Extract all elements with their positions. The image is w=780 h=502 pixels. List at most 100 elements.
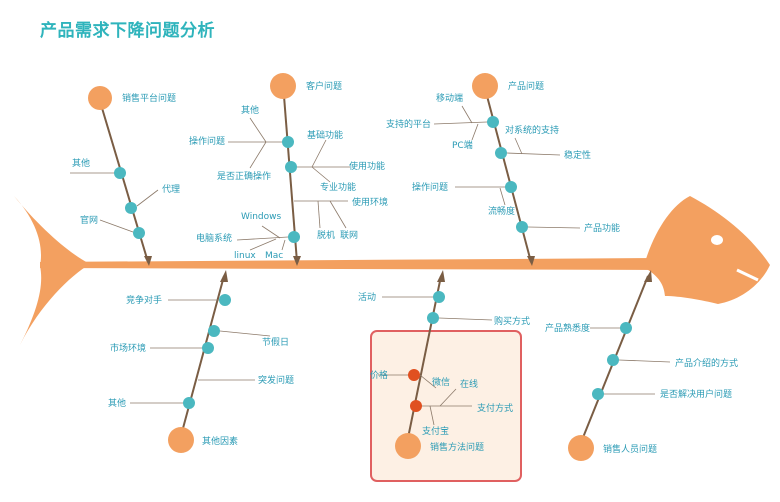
node-dot: [183, 397, 195, 409]
bone-line: [438, 317, 493, 321]
bone-bottom-1-head: [168, 427, 194, 453]
node-dot: [219, 294, 231, 306]
bone-line: [439, 388, 457, 407]
bone-top-2-head: [270, 73, 296, 99]
bone-line: [136, 189, 159, 207]
bone-label: 产品介绍的方式: [675, 357, 738, 369]
node-dot: [516, 221, 528, 233]
bone-line: [311, 139, 327, 168]
bone-line: [429, 405, 435, 426]
node-dot: [208, 325, 220, 337]
bone-label: 产品熟悉度: [545, 322, 590, 334]
bone-label: 移动端: [436, 92, 463, 104]
bone-label: 微信: [432, 376, 450, 388]
bone-bottom-2: 销售方法问题 活动 购买方式 价格 微信 在线 支付方式 支付宝: [358, 270, 530, 459]
bone-label: 专业功能: [320, 181, 356, 193]
bone-label: 市场环境: [110, 342, 146, 354]
fish-tail: [14, 196, 90, 345]
node-dot: [620, 322, 632, 334]
arrow-head: [527, 256, 535, 266]
bone-label: 其他因素: [202, 435, 238, 447]
bone-line: [618, 359, 671, 363]
bone-label: 脱机: [317, 229, 335, 241]
fish-mouth: [736, 268, 759, 282]
bone-label: PC端: [452, 139, 473, 151]
bone-bottom-3: 销售人员问题 产品熟悉度 产品介绍的方式 是否解决用户问题: [545, 270, 738, 461]
node-dot: [487, 116, 499, 128]
bone-label: 使用功能: [349, 160, 385, 172]
bone-label: 是否正确操作: [217, 170, 271, 182]
fish-eye: [711, 235, 723, 245]
bone-label: 产品问题: [508, 80, 544, 92]
bone-line: [101, 107, 149, 263]
bone-bottom-2-head: [395, 433, 421, 459]
node-dot: [133, 227, 145, 239]
bone-label: 销售人员问题: [603, 443, 657, 455]
bone-label: 产品功能: [584, 222, 620, 234]
node-dot: [285, 161, 297, 173]
bone-label: 电脑系统: [196, 232, 232, 244]
node-dot: [427, 312, 439, 324]
bone-label: 操作问题: [412, 181, 448, 193]
bone-top-1-head: [88, 86, 112, 110]
bone-label: 其他: [108, 397, 126, 409]
bone-line: [219, 330, 271, 337]
bone-label: 购买方式: [494, 315, 530, 327]
bone-label: Windows: [241, 212, 281, 222]
bone-line: [329, 200, 347, 229]
bone-label: 价格: [370, 369, 388, 381]
node-dot: [125, 202, 137, 214]
bone-line: [527, 226, 581, 229]
bone-top-3: 产品问题 移动端 支持的平台 PC端 对系统的支持 稳定性 操作问题 流畅度 产…: [386, 73, 620, 266]
arrow-head: [144, 256, 152, 266]
bone-label: 其他: [241, 104, 259, 116]
node-dot: [607, 354, 619, 366]
bone-label: 联网: [340, 230, 358, 241]
bone-line: [249, 238, 277, 251]
bone-label: 节假日: [262, 337, 289, 348]
bone-line: [499, 187, 506, 206]
bone-top-1: 销售平台问题 其他 代理 官网: [70, 86, 180, 266]
bone-label: 客户问题: [306, 80, 342, 92]
bone-label: 销售方法问题: [430, 441, 484, 453]
bone-label: 突发问题: [258, 374, 294, 386]
label-sales-platform: 销售平台问题: [122, 92, 176, 104]
node-dot: [592, 388, 604, 400]
arrow-head: [644, 270, 652, 282]
node-dot: [288, 231, 300, 243]
bone-bottom-1: 其他因素 竞争对手 节假日 市场环境 突发问题 其他: [108, 270, 294, 453]
bone-top-3-head: [472, 73, 498, 99]
arrow-head: [437, 270, 445, 282]
bone-label: 官网: [80, 214, 98, 226]
node-dot: [433, 291, 445, 303]
bone-top-2: 客户问题 其他 操作问题 是否正确操作 基础功能 使用功能 专业功能 使用环境 …: [189, 73, 388, 266]
bone-label: 支持的平台: [386, 118, 431, 130]
bone-line: [249, 141, 267, 169]
node-dot: [410, 400, 422, 412]
node-dot: [282, 136, 294, 148]
bone-bottom-3-head: [568, 435, 594, 461]
bone-line: [471, 123, 479, 141]
bone-label: 支付方式: [477, 402, 513, 414]
bone-line: [311, 166, 331, 183]
node-dot: [495, 147, 507, 159]
bone-label: 在线: [460, 378, 478, 390]
bone-label: 代理: [162, 184, 180, 195]
bone-line: [281, 239, 286, 251]
bone-label: 流畅度: [488, 205, 515, 217]
arrow-head: [293, 256, 301, 266]
page-title: 产品需求下降问题分析: [40, 21, 215, 41]
bone-line: [317, 200, 321, 229]
bone-label: 稳定性: [564, 149, 591, 161]
bone-line: [433, 121, 488, 125]
bone-label: Mac: [265, 251, 283, 261]
bone-line: [419, 374, 437, 389]
node-dot: [114, 167, 126, 179]
bone-label: linux: [234, 251, 256, 261]
bone-line: [461, 105, 473, 124]
arrow-head: [220, 270, 228, 282]
bone-line: [249, 117, 267, 143]
bone-label: 竞争对手: [126, 294, 162, 306]
bone-line: [506, 152, 561, 156]
